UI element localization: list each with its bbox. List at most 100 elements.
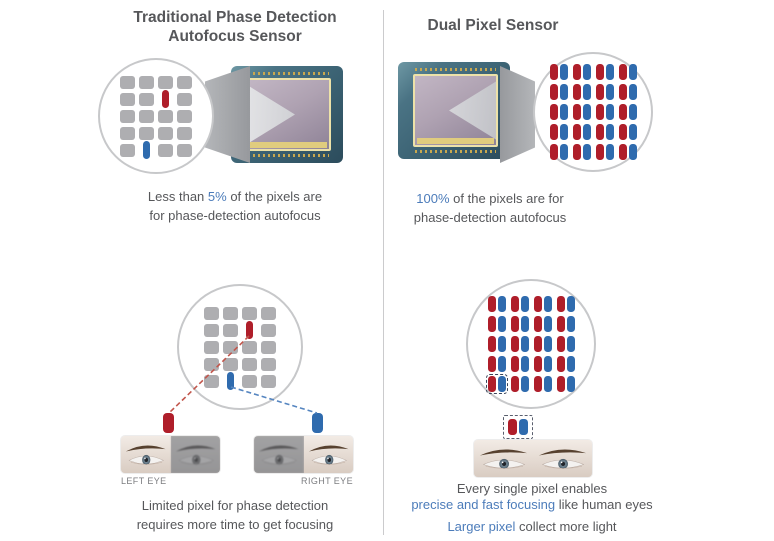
blue-subpixel — [566, 356, 575, 372]
dual-pixel-pair — [510, 336, 529, 352]
gray-pixel — [120, 92, 135, 106]
sensor-die-surface — [415, 76, 496, 145]
gray-pixel — [261, 374, 276, 388]
red-subpixel — [618, 84, 627, 100]
dual-pixel-pair — [549, 64, 568, 80]
red-subpixel — [549, 104, 558, 120]
red-subpixel — [510, 376, 519, 392]
panel-divider — [383, 10, 384, 535]
red-subpixel — [595, 84, 604, 100]
benefit-line3: Larger pixel collect more light — [407, 519, 657, 535]
caption-text: collect more light — [515, 519, 617, 534]
caption-highlight: Larger pixel — [447, 519, 516, 534]
normal-pixel — [223, 357, 238, 371]
magnifier-beam-right — [500, 66, 535, 163]
red-subpixel — [487, 336, 496, 352]
dual-caption-line1: 100% of the pixels are for — [390, 189, 590, 208]
blue-subpixel — [559, 64, 568, 80]
blue-subpixel — [605, 64, 614, 80]
red-subpixel — [533, 356, 542, 372]
gray-pixel — [177, 109, 192, 123]
traditional-caption-line2: for phase-detection autofocus — [149, 208, 321, 223]
dual-pixel-grid-bottom — [485, 296, 575, 395]
gray-pixel — [223, 323, 238, 337]
gray-pixel — [261, 357, 276, 371]
pixel-row — [120, 75, 192, 89]
blue-phase-subpixel — [139, 141, 154, 159]
pixel-row — [549, 104, 637, 120]
red-subpixel — [618, 144, 627, 160]
red-subpixel — [246, 321, 253, 339]
normal-pixel — [242, 357, 257, 371]
normal-pixel — [177, 143, 192, 157]
red-subpixel — [549, 124, 558, 140]
dual-pixel-pair — [595, 64, 614, 80]
gray-pixel — [242, 306, 257, 320]
red-subpixel — [533, 316, 542, 332]
gray-pixel — [120, 126, 135, 140]
pixel-row — [549, 144, 637, 160]
dual-pixel-pair — [510, 356, 529, 372]
blue-subpixel — [520, 296, 529, 312]
caption-text: Less than — [147, 189, 208, 204]
eye-out-of-focus — [254, 436, 304, 473]
benefit-line2: precise and fast focusing like human eye… — [407, 497, 657, 513]
red-subpixel — [595, 104, 604, 120]
traditional-sensor-chip — [231, 66, 343, 163]
red-subpixel — [508, 419, 517, 435]
blue-subpixel — [519, 419, 528, 435]
gray-pixel — [177, 92, 192, 106]
pixel-row — [204, 340, 276, 354]
blue-subpixel — [605, 144, 614, 160]
normal-pixel — [261, 357, 276, 371]
dual-pixel-pair — [572, 64, 591, 80]
dual-pixel-sensor-title: Dual Pixel Sensor — [427, 17, 559, 34]
gray-pixel — [242, 340, 257, 354]
dual-pixel-pair — [533, 336, 552, 352]
eye-out-of-focus — [170, 436, 220, 473]
blue-phase-subpixel — [223, 372, 238, 390]
pixel-row — [204, 372, 276, 390]
normal-pixel — [204, 374, 219, 388]
dual-pixel-pair — [556, 316, 575, 332]
dual-pixel-pair — [595, 84, 614, 100]
gray-pixel — [158, 75, 173, 89]
gray-pixel — [242, 357, 257, 371]
normal-pixel — [139, 92, 154, 106]
blue-subpixel — [497, 316, 506, 332]
red-subpixel — [533, 296, 542, 312]
caption-highlight: 100% — [416, 191, 450, 206]
normal-pixel — [158, 143, 173, 157]
right-eye-label: RIGHT EYE — [301, 476, 353, 486]
dual-pixel-pair — [510, 376, 529, 392]
gray-pixel — [177, 75, 192, 89]
dual-pixel-caption: 100% of the pixels are for phase-detecti… — [390, 189, 590, 227]
benefit-line1: Every single pixel enables — [456, 481, 608, 496]
gray-pixel — [158, 126, 173, 140]
blue-subpixel — [559, 104, 568, 120]
blue-subpixel — [559, 124, 568, 140]
dual-pixel-pair — [487, 316, 506, 332]
caption-text: of the pixels are for — [449, 191, 564, 206]
gray-pixel — [177, 126, 192, 140]
red-subpixel — [595, 124, 604, 140]
red-subpixel — [618, 104, 627, 120]
blue-subpixel — [227, 372, 234, 390]
blue-subpixel — [628, 104, 637, 120]
gray-pixel — [139, 109, 154, 123]
gray-pixel — [242, 374, 257, 388]
light-beam-icon — [248, 85, 295, 144]
dual-pixel-pair — [549, 104, 568, 120]
red-subpixel — [487, 296, 496, 312]
caption-text: like human eyes — [555, 496, 653, 512]
blue-subpixel — [582, 104, 591, 120]
blue-subpixel — [559, 144, 568, 160]
light-beam-icon — [449, 81, 496, 140]
normal-pixel — [139, 109, 154, 123]
dual-pixel-pair — [595, 124, 614, 140]
gray-pixel — [204, 374, 219, 388]
eye-in-focus — [474, 440, 533, 477]
gray-pixel — [120, 109, 135, 123]
red-subpixel — [556, 336, 565, 352]
red-subpixel — [487, 316, 496, 332]
